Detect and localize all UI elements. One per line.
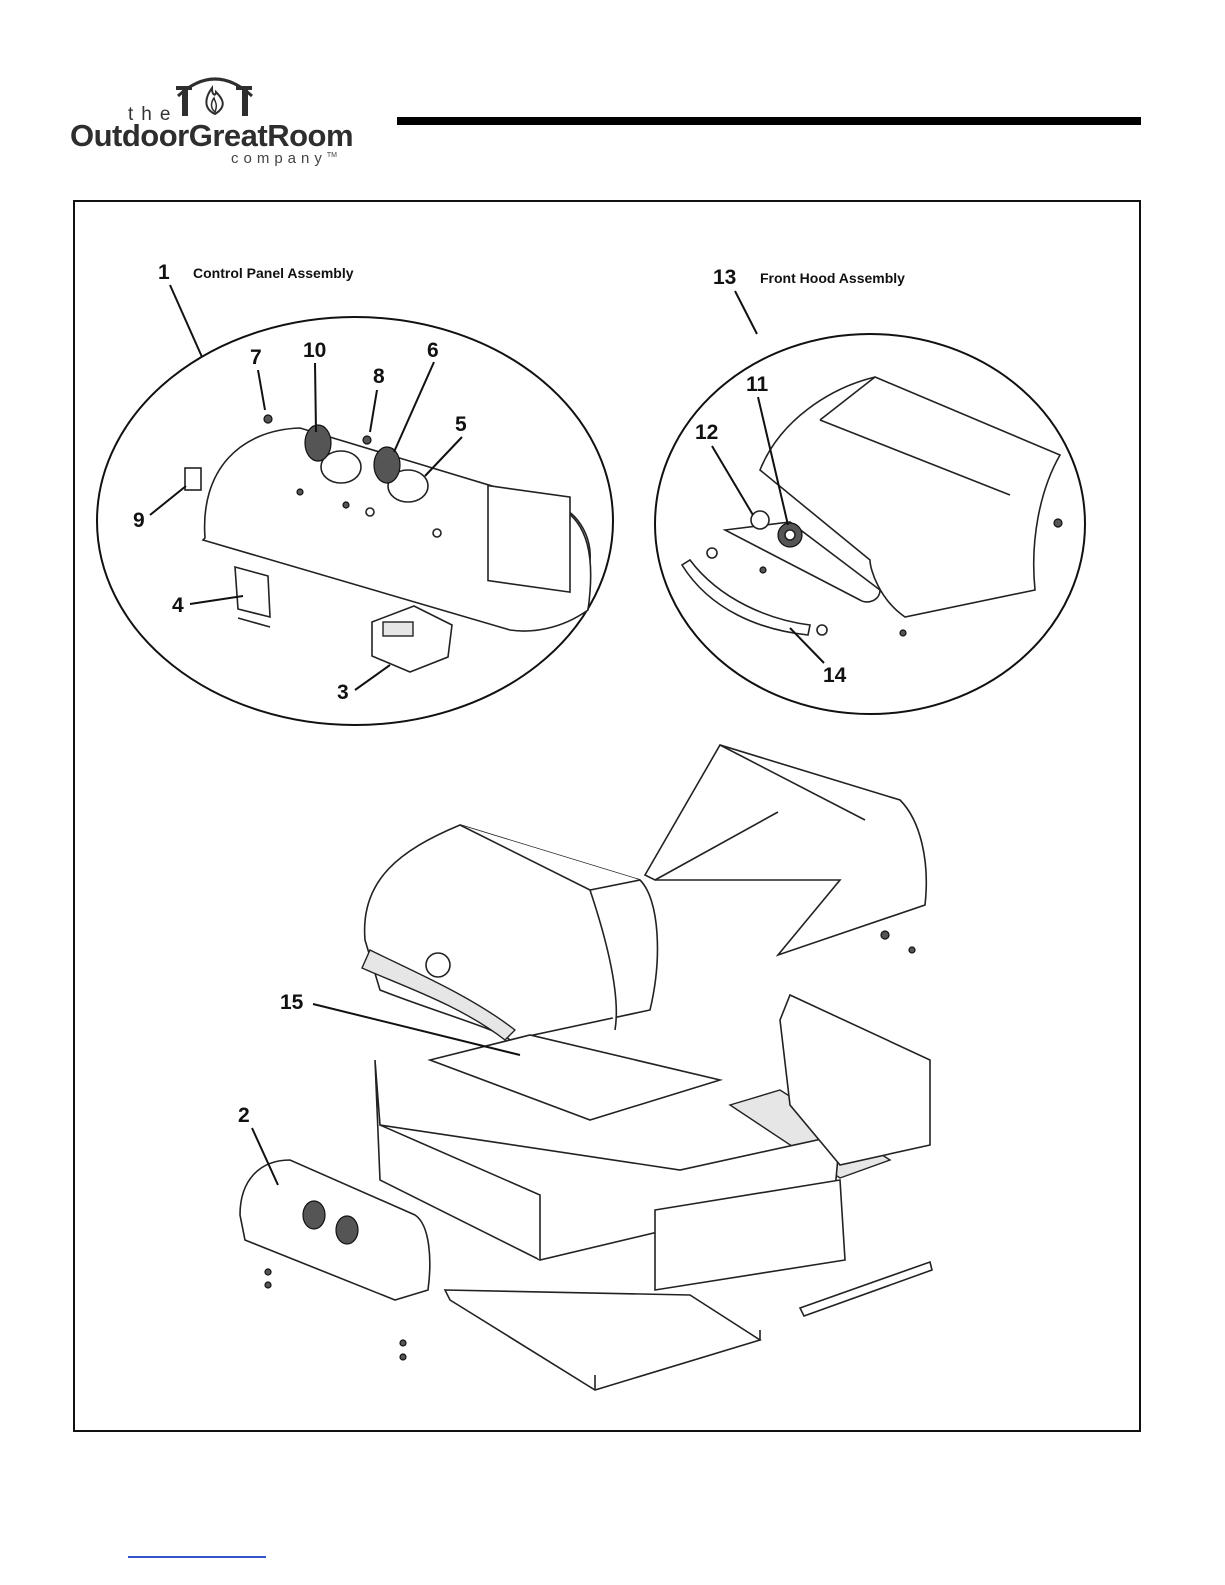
callout-6-leader (394, 362, 434, 452)
callout-1-number: 1 (158, 261, 170, 284)
callout-9-leader (150, 486, 186, 515)
callout-4-leader (190, 596, 243, 604)
callout-12-leader (712, 446, 753, 515)
callout-5-number: 5 (455, 413, 467, 436)
callout-6-number: 6 (427, 339, 439, 362)
callout-8-leader (370, 390, 377, 432)
callout-14-number: 14 (823, 664, 847, 687)
callout-12-number: 12 (695, 421, 718, 444)
callout-11-number: 11 (746, 373, 769, 396)
callout-13-title: Front Hood Assembly (760, 270, 905, 286)
callout-4-number: 4 (172, 594, 184, 617)
callout-1-leader (170, 285, 202, 357)
control-panel-drawing (185, 415, 591, 672)
callout-3-leader (355, 665, 390, 690)
callout-2-number: 2 (238, 1104, 250, 1127)
callout-10-leader (315, 363, 316, 432)
callout-1-title: Control Panel Assembly (193, 265, 354, 281)
callout-13-leader (735, 291, 757, 334)
grill-exploded-drawing (240, 745, 932, 1390)
callout-7-number: 7 (250, 346, 262, 369)
callout-10-number: 10 (303, 339, 326, 362)
callout-5-leader (425, 437, 462, 476)
callout-8-number: 8 (373, 365, 385, 388)
front-hood-drawing (682, 377, 1062, 636)
callout-3-number: 3 (337, 681, 349, 704)
callout-15-number: 15 (280, 991, 304, 1014)
footer-link-underline (128, 1556, 266, 1558)
callout-7-leader (258, 370, 265, 410)
callout-9-number: 9 (133, 509, 145, 532)
callout-13-number: 13 (713, 266, 736, 289)
